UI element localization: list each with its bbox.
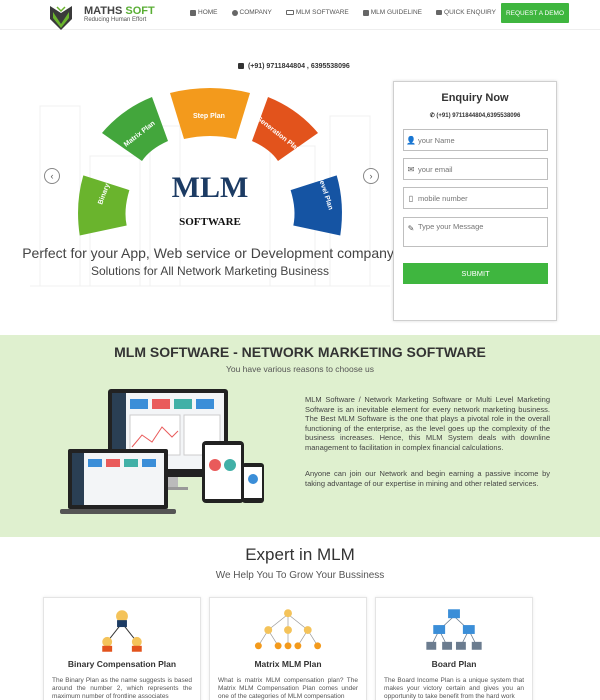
enquiry-form: Enquiry Now ✆ (+91) 9711844804,639553809… <box>393 81 557 321</box>
envelope-icon: ✉ <box>407 164 415 174</box>
nav-item-mlm-software[interactable]: MLM SOFTWARE <box>285 9 349 16</box>
main-nav: HOME COMPANY MLM SOFTWARE MLM GUIDELINE … <box>190 9 510 16</box>
nav-item-home[interactable]: HOME <box>190 9 218 16</box>
matrix-plan-segment <box>102 97 168 161</box>
binary-plan-segment <box>78 175 130 236</box>
email-field[interactable]: ✉ <box>403 158 548 180</box>
site-header: MATHS SOFT Reducing Human Effort HOME CO… <box>0 0 600 30</box>
enquiry-title: Enquiry Now <box>441 92 509 104</box>
uni-level-plan-segment <box>290 175 342 236</box>
info-icon <box>231 9 238 16</box>
card-board-plan[interactable]: Board Plan The Board Income Plan is a un… <box>375 597 533 700</box>
hero-phone-number: (+91) 9711844804 , 6395538096 <box>247 63 350 70</box>
monitor-icon <box>285 10 294 15</box>
nav-item-label: HOME <box>198 9 218 16</box>
card-text: What is matrix MLM compensation plan? Th… <box>218 677 358 700</box>
nav-item-mlm-guideline[interactable]: MLM GUIDELINE <box>362 9 423 16</box>
binary-tree-icon <box>102 610 142 652</box>
card-title: Matrix MLM Plan <box>254 659 322 669</box>
nav-item-company[interactable]: COMPANY <box>231 9 272 16</box>
brand-tagline: Reducing Human Effort <box>84 17 147 23</box>
devices-illustration <box>60 389 264 514</box>
slider-next-button[interactable]: › <box>363 168 379 184</box>
mlm-software-section: MLM SOFTWARE - NETWORK MARKETING SOFTWAR… <box>0 335 600 537</box>
list-icon <box>362 9 369 16</box>
nav-item-label: COMPANY <box>239 9 272 16</box>
hero-phone: (+91) 9711844804 , 6395538096 <box>238 63 350 70</box>
section-paragraph-2: Anyone can join our Network and begin ea… <box>305 469 550 488</box>
card-title: Binary Compensation Plan <box>67 659 177 669</box>
envelope-icon <box>436 10 443 15</box>
mlm-plans-arc: Binary Plan Matrix Plan Step Plan Genera… <box>78 88 342 236</box>
pencil-icon: ✎ <box>407 224 415 233</box>
matrix-tree-icon <box>254 609 322 650</box>
arc-title: MLM <box>172 171 249 204</box>
submit-button[interactable]: SUBMIT <box>403 263 548 284</box>
hero-section: (+91) 9711844804 , 6395538096 Binary Pla… <box>0 30 600 335</box>
nav-item-label: MLM GUIDELINE <box>370 9 423 16</box>
mobile-icon: ▯ <box>408 193 414 203</box>
board-tree-icon <box>426 609 482 650</box>
mobile-field[interactable]: ▯ <box>403 187 548 209</box>
section-paragraph-1: MLM Software / Network Marketing Softwar… <box>305 395 550 452</box>
step-plan-segment <box>170 88 250 139</box>
email-input[interactable] <box>418 164 538 174</box>
hero-subheadline: Solutions for All Network Marketing Busi… <box>90 264 330 278</box>
slider-prev-button[interactable]: ‹ <box>44 168 60 184</box>
card-title: Board Plan <box>431 659 477 669</box>
hero-headline: Perfect for your App, Web service or Dev… <box>22 245 398 261</box>
request-demo-button[interactable]: REQUEST A DEMO <box>501 3 569 23</box>
phone-icon <box>238 63 244 70</box>
card-text: The Binary Plan as the name suggests is … <box>52 677 192 700</box>
card-binary-plan[interactable]: Binary Compensation Plan The Binary Plan… <box>43 597 201 700</box>
nav-item-quick-enquiry[interactable]: QUICK ENQUIRY <box>436 9 496 16</box>
mobile-input[interactable] <box>418 193 538 203</box>
nav-item-label: MLM SOFTWARE <box>295 9 349 16</box>
brand-name-part1: MATHS <box>84 5 123 17</box>
nav-item-label: QUICK ENQUIRY <box>444 9 496 16</box>
section-subtitle: You have various reasons to choose us <box>225 364 375 374</box>
message-input[interactable] <box>418 218 538 244</box>
home-icon <box>190 9 196 16</box>
user-icon: 👤 <box>406 135 416 145</box>
card-text: The Board Income Plan is a unique system… <box>384 677 524 700</box>
brand-name[interactable]: MATHS SOFT <box>84 5 155 17</box>
expert-title: Expert in MLM <box>245 545 355 564</box>
section-title: MLM SOFTWARE - NETWORK MARKETING SOFTWAR… <box>114 344 486 360</box>
phone-icon: ✆ <box>429 113 437 119</box>
arc-subtitle: SOFTWARE <box>179 216 241 228</box>
enquiry-phone-number: (+91) 9711844804,6395538096 <box>436 113 521 119</box>
arc-label-step: Step Plan <box>193 113 225 120</box>
expert-subtitle: We Help You To Grow Your Bussiness <box>215 570 385 581</box>
generation-plan-segment <box>252 97 318 161</box>
message-field[interactable]: ✎ <box>403 217 548 247</box>
card-matrix-plan[interactable]: Matrix MLM Plan What is matrix MLM compe… <box>209 597 367 700</box>
name-input[interactable] <box>418 135 538 145</box>
brand-name-part2: SOFT <box>125 5 155 17</box>
enquiry-phone: ✆ (+91) 9711844804,6395538096 <box>394 112 556 119</box>
maths-soft-logo[interactable] <box>48 3 74 32</box>
name-field[interactable]: 👤 <box>403 129 548 151</box>
